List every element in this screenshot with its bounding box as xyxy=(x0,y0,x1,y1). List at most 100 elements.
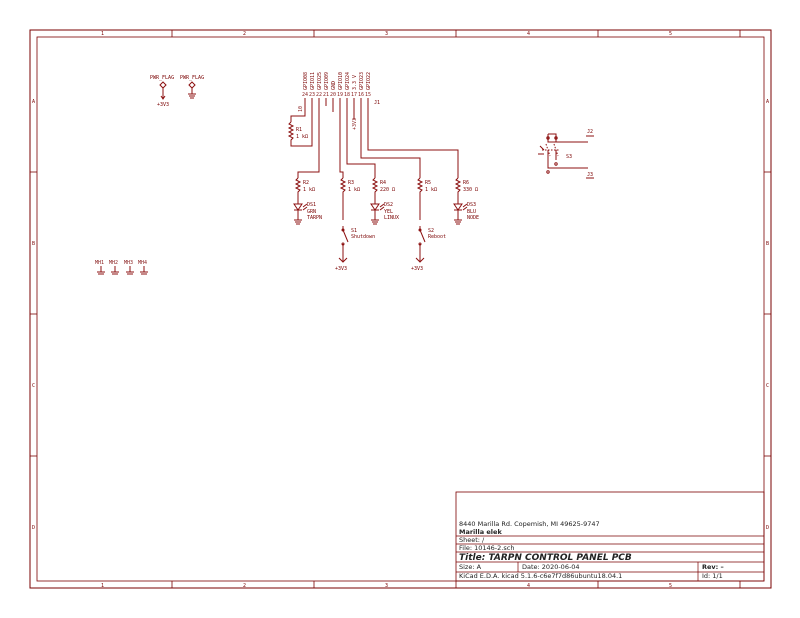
led-ds1[interactable]: DS1 GRN TARPN xyxy=(293,196,322,225)
mounting-hole-mh4[interactable]: MH4 xyxy=(138,260,148,275)
tb-address: 8440 Marilla Rd. Copemish, MI 49625-9747 xyxy=(459,520,600,528)
j1-pin-1: 23 xyxy=(309,92,315,98)
j1-signal-6: GPIO24 xyxy=(345,72,351,90)
resistor-r5[interactable]: R5 1 kΩ xyxy=(416,177,437,196)
switch-s3[interactable]: S3 xyxy=(538,133,588,174)
r4-ref: R4 xyxy=(380,180,386,186)
s1-label: Shutdown xyxy=(351,234,375,240)
r6-ref: R6 xyxy=(463,180,469,186)
mounting-hole-mh1[interactable]: MH1 xyxy=(95,260,105,275)
j1-pin-9: 15 xyxy=(365,92,371,98)
j1-signal-9: GPIO22 xyxy=(366,72,372,90)
power-flag-1-label: PWR_FLAG xyxy=(150,75,174,81)
j1-signal-3: GPIO09 xyxy=(324,72,330,90)
ds1-color: GRN xyxy=(307,209,316,215)
row-label-left-A: A xyxy=(32,99,35,105)
j1-pin-4: 20 xyxy=(330,92,336,98)
wires xyxy=(290,106,459,178)
r5-ref: R5 xyxy=(425,180,431,186)
row-label-left-C: C xyxy=(32,383,35,389)
mh2-ref: MH2 xyxy=(109,260,118,266)
sheet-frame: 1 2 3 4 5 1 2 3 4 5 A B C D A B C D xyxy=(29,29,772,589)
mh1-ref: MH1 xyxy=(95,260,104,266)
ds2-ref: DS2 xyxy=(384,202,393,208)
j1-signal-2: GPIO25 xyxy=(317,72,323,90)
r1-value: 1 kΩ xyxy=(296,134,308,140)
resistor-r4[interactable]: R4 220 Ω xyxy=(371,177,395,196)
j1-pin-numbers: 24 23 22 21 20 19 18 17 16 15 xyxy=(302,92,371,98)
j1-pin-5: 19 xyxy=(337,92,343,98)
r1-ref: R1 xyxy=(296,127,302,133)
switch-s1[interactable]: S1 Shutdown +3V3 xyxy=(335,196,375,272)
resistor-r3[interactable]: R3 1 kΩ xyxy=(339,177,360,196)
jumper-j3[interactable]: J3 xyxy=(586,172,594,179)
resistor-r2[interactable]: R2 1 kΩ xyxy=(294,177,315,196)
j1-ref: J1 xyxy=(374,100,380,106)
ds1-label: TARPN xyxy=(307,215,322,221)
tb-file: File: 10146-2.sch xyxy=(459,544,514,552)
j1-side-label-10: 10 xyxy=(298,106,304,112)
col-label-top-4: 4 xyxy=(527,31,530,37)
power-flag-1[interactable]: PWR_FLAG +3V3 xyxy=(150,75,174,108)
j1-signal-7: 3.3 V xyxy=(352,75,358,90)
power-flag-1-net: +3V3 xyxy=(157,102,169,108)
j2-ref: J2 xyxy=(587,129,593,135)
j1-pin-2: 22 xyxy=(316,92,322,98)
tb-company: Marilla elek xyxy=(459,528,502,536)
r6-value: 330 Ω xyxy=(463,187,478,193)
j1-signal-8: GPIO23 xyxy=(359,72,365,90)
led-ds2[interactable]: DS2 YEL LINUX xyxy=(370,196,399,225)
j1-pin-0: 24 xyxy=(302,92,308,98)
led-ds3[interactable]: DS3 BLU NODE xyxy=(453,196,479,225)
j1-pin-6: 18 xyxy=(344,92,350,98)
resistor-r6[interactable]: R6 330 Ω xyxy=(454,177,478,196)
tb-date: Date: 2020-06-04 xyxy=(522,563,580,571)
row-label-right-C: C xyxy=(766,383,769,389)
j1-signal-0: GPIO08 xyxy=(303,72,309,90)
s2-net: +3V3 xyxy=(411,266,423,272)
r2-value: 1 kΩ xyxy=(303,187,315,193)
s1-net: +3V3 xyxy=(335,266,347,272)
resistor-r1[interactable]: R1 1 kΩ xyxy=(287,121,308,142)
row-label-right-B: B xyxy=(766,241,769,247)
col-label-bottom-2: 2 xyxy=(243,583,246,589)
mounting-hole-mh3[interactable]: MH3 xyxy=(124,260,134,275)
tb-size: Size: A xyxy=(459,563,482,571)
col-label-top-2: 2 xyxy=(243,31,246,37)
j1-signal-4: GND xyxy=(331,81,337,90)
r3-ref: R3 xyxy=(348,180,354,186)
col-label-bottom-1: 1 xyxy=(101,583,104,589)
tb-sheet: Sheet: / xyxy=(459,536,485,544)
j3-ref: J3 xyxy=(587,172,593,178)
ds2-label: LINUX xyxy=(384,215,399,221)
tb-id: Id: 1/1 xyxy=(702,572,723,580)
power-flag-2-label: PWR_FLAG xyxy=(180,75,204,81)
power-flag-2[interactable]: PWR_FLAG xyxy=(180,75,204,99)
r5-value: 1 kΩ xyxy=(425,187,437,193)
jumper-j2[interactable]: J2 xyxy=(586,129,594,137)
col-label-bottom-3: 3 xyxy=(385,583,388,589)
mh3-ref: MH3 xyxy=(124,260,133,266)
switch-s2[interactable]: S2 Reboot +3V3 xyxy=(411,196,446,272)
ds3-label: NODE xyxy=(467,215,479,221)
s2-label: Reboot xyxy=(428,234,446,240)
mounting-holes: MH1 MH2 MH3 MH4 xyxy=(95,260,148,275)
s3-ref: S3 xyxy=(566,154,572,160)
tb-rev: Rev: – xyxy=(702,563,724,571)
col-label-bottom-5: 5 xyxy=(669,583,672,589)
mounting-hole-mh2[interactable]: MH2 xyxy=(109,260,119,275)
row-label-right-A: A xyxy=(766,99,769,105)
j1-pin-8: 16 xyxy=(358,92,364,98)
ds1-ref: DS1 xyxy=(307,202,316,208)
row-label-left-B: B xyxy=(32,241,35,247)
col-label-top-5: 5 xyxy=(669,31,672,37)
col-label-top-3: 3 xyxy=(385,31,388,37)
row-label-left-D: D xyxy=(32,525,35,531)
s1-ref: S1 xyxy=(351,228,357,234)
connector-j1[interactable]: GPIO08 GPIO11 GPIO25 GPIO09 GND GPIO10 G… xyxy=(298,72,380,130)
j1-pin-7: 17 xyxy=(351,92,357,98)
r3-value: 1 kΩ xyxy=(348,187,360,193)
tb-title: Title: TARPN CONTROL PANEL PCB xyxy=(459,553,632,563)
s2-ref: S2 xyxy=(428,228,434,234)
r4-value: 220 Ω xyxy=(380,187,395,193)
